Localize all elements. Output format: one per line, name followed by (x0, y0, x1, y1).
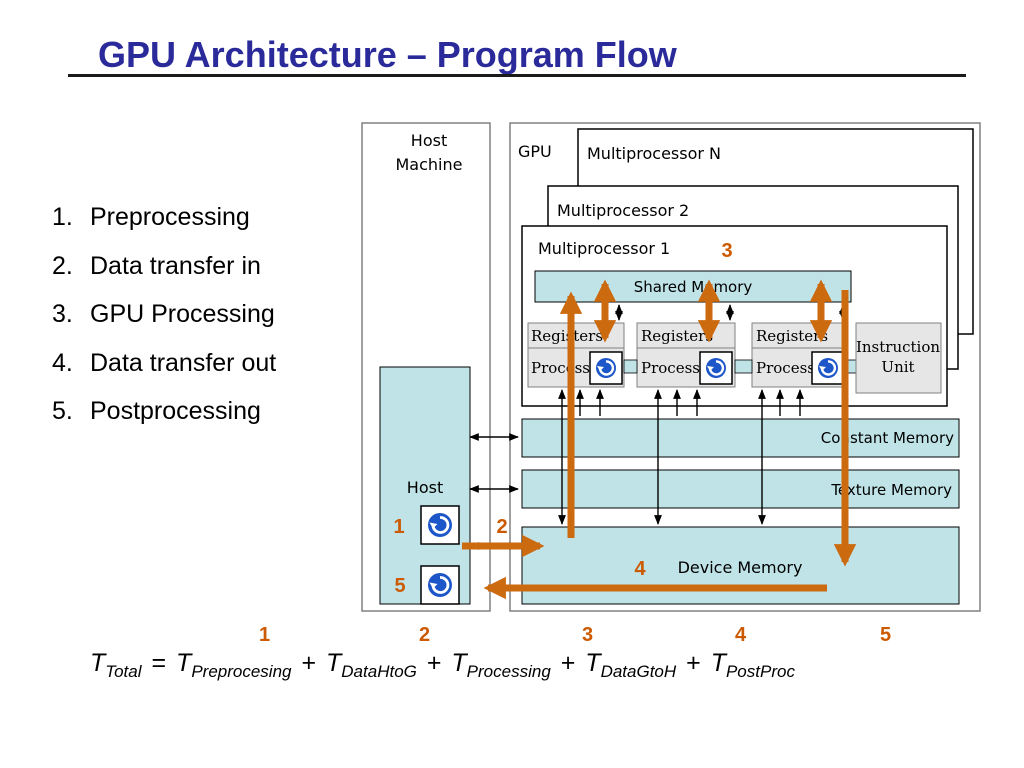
formula-plus: + (560, 649, 576, 677)
step-label: Preprocessing (90, 203, 250, 231)
formula-sub-htog: DataHtoG (341, 662, 417, 681)
formula-t: T (585, 649, 601, 677)
formula-num-5: 5 (880, 624, 892, 646)
step-4-marker: 4 (634, 558, 646, 580)
timing-formula: TTotal = TPreprocesing + TDataHtoG + TPr… (90, 649, 795, 682)
step-number: 5. (52, 397, 73, 425)
step-item: 4. Data transfer out (52, 346, 276, 395)
constant-memory-box (521, 418, 960, 458)
formula-t: T (326, 649, 342, 677)
host-machine-label: Host (411, 131, 447, 150)
step-label: Postprocessing (90, 397, 261, 425)
formula-t: T (710, 649, 726, 677)
formula-num-4: 4 (735, 624, 747, 646)
formula-t: T (451, 649, 467, 677)
host-label: Host (407, 478, 443, 497)
multiprocessor-1-label: Multiprocessor 1 (538, 239, 670, 258)
formula-num-1: 1 (259, 624, 271, 646)
shared-memory-box (534, 270, 852, 303)
constant-memory-label: Constant Memory (821, 429, 954, 447)
step-number: 1. (52, 203, 73, 231)
step-number: 4. (52, 348, 73, 377)
formula-sub-total: Total (105, 662, 142, 681)
shared-memory-label: Shared Memory (634, 278, 753, 296)
host-preprocess-icon (419, 504, 461, 546)
processor-cycle-icon (588, 350, 624, 386)
step-item: 5. Postprocessing (52, 394, 276, 443)
host-machine-label-line2: Machine (396, 155, 463, 174)
multiprocessor-n-label: Multiprocessor N (587, 144, 721, 163)
formula-sub-gtoh: DataGtoH (600, 662, 677, 681)
instruction-unit-label-line2: Unit (881, 358, 914, 376)
processor-cycle-icon (698, 350, 734, 386)
registers-label: Registers (531, 327, 603, 345)
step-label: GPU Processing (90, 300, 275, 328)
formula-num-2: 2 (419, 624, 431, 646)
formula-t: T (90, 649, 106, 677)
step-2-marker: 2 (496, 516, 507, 538)
registers-label: Registers (641, 327, 713, 345)
step-5-marker: 5 (394, 575, 405, 597)
step-3-marker: 3 (721, 240, 732, 262)
texture-memory-box (521, 469, 960, 509)
host-postprocess-icon (419, 564, 461, 606)
step-number: 2. (52, 251, 73, 280)
formula-sub-preprocessing: Preprocesing (191, 662, 292, 681)
formula-plus: + (426, 649, 442, 677)
registers-label: Registers (756, 327, 828, 345)
gpu-label: GPU (518, 142, 552, 161)
step-label: Data transfer out (90, 348, 277, 377)
flow-arrows (462, 279, 857, 600)
step-item: 2. Data transfer in (52, 249, 276, 298)
step-1-marker: 1 (393, 516, 404, 538)
step-number: 3. (52, 300, 73, 328)
processor-cycle-icon (810, 350, 846, 386)
step-item: 1. Preprocessing (52, 200, 276, 249)
proc-connector (734, 359, 753, 374)
formula-sub-postproc: PostProc (725, 662, 795, 681)
instruction-unit-label: Instruction (856, 338, 940, 356)
processor-label: Processor (641, 359, 717, 377)
formula-t: T (176, 649, 192, 677)
formula-step-numbers: 1 2 3 4 5 (0, 624, 1024, 648)
device-memory-label: Device Memory (678, 558, 803, 577)
multiprocessor-2-label: Multiprocessor 2 (557, 201, 689, 220)
proc-connector (847, 359, 857, 374)
proc-connector (623, 359, 638, 374)
step-list: 1. Preprocessing 2. Data transfer in 3. GPU… (52, 200, 276, 443)
formula-plus: + (301, 649, 317, 677)
instruction-unit-box (855, 322, 942, 394)
formula-equals: = (151, 649, 167, 677)
step-label: Data transfer in (90, 251, 261, 280)
title-underline (68, 74, 966, 77)
formula-sub-processing: Processing (466, 662, 551, 681)
slide-title: GPU Architecture – Program Flow (98, 34, 677, 75)
texture-memory-label: Texture Memory (830, 481, 952, 499)
formula-plus: + (686, 649, 701, 677)
step-item: 3. GPU Processing (52, 297, 276, 346)
formula-num-3: 3 (582, 624, 594, 646)
